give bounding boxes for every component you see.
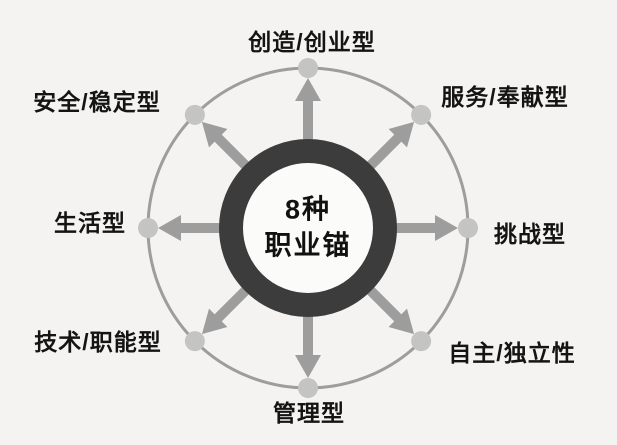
dot-bottom xyxy=(298,378,318,398)
label-creative-entrepreneurial: 创造/创业型 xyxy=(248,29,376,55)
dot-left xyxy=(138,218,158,238)
label-technical-functional: 技术/职能型 xyxy=(34,329,162,355)
center-ring xyxy=(219,139,397,317)
dot-top-left xyxy=(184,104,205,125)
dot-bottom-right xyxy=(411,331,432,352)
dot-right xyxy=(458,218,478,238)
center-title-line2: 职业锚 xyxy=(264,231,352,261)
arrow-head-top-left xyxy=(201,121,228,148)
dot-top-right xyxy=(411,104,432,125)
center-title-line1: 8种 xyxy=(284,194,332,225)
arrow-head-right xyxy=(435,215,458,241)
arrow-head-bottom-right xyxy=(388,308,415,335)
dot-top xyxy=(298,58,318,78)
dot-bottom-left xyxy=(184,331,205,352)
arrow-head-top-right xyxy=(388,121,415,148)
label-management: 管理型 xyxy=(273,400,345,426)
label-autonomy-independence: 自主/独立性 xyxy=(448,340,576,366)
label-security-stability: 安全/稳定型 xyxy=(33,89,161,115)
arrow-head-bottom-left xyxy=(201,308,228,335)
arrow-head-left xyxy=(158,215,181,241)
label-challenge: 挑战型 xyxy=(494,221,566,247)
arrow-head-top xyxy=(295,78,321,101)
arrow-head-bottom xyxy=(295,355,321,378)
label-service-dedication: 服务/奉献型 xyxy=(441,84,569,110)
label-lifestyle: 生活型 xyxy=(54,210,126,236)
center-title: 8种 职业锚 xyxy=(265,192,352,265)
